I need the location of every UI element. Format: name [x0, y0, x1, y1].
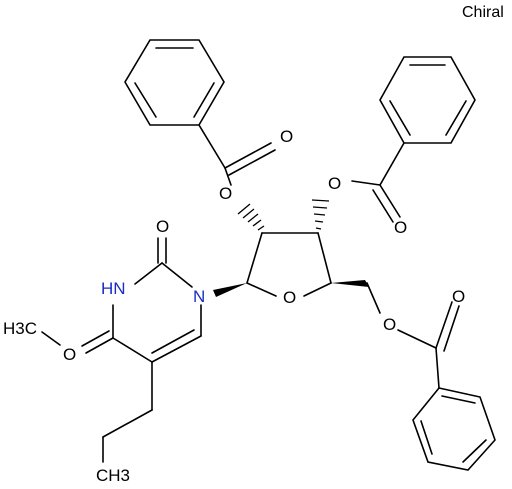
bond-carbonyl-bot-1: [435, 301, 453, 349]
bond-carbonyl-top-2: [228, 149, 276, 176]
hashed-bond-c2-o: [237, 203, 265, 231]
benzoyl-ring-mid: [379, 56, 476, 144]
bond-c5-o5: [366, 282, 381, 314]
bond-carbonyl-phenyl-bot: [435, 347, 440, 389]
bond-carbonyl-top-1: [224, 142, 272, 169]
bond-o5-carbonyl: [397, 329, 437, 349]
bond-propyl-2: [102, 409, 153, 438]
hashed-bond-c3-o: [311, 199, 330, 230]
benzoyl-ring-top: [124, 39, 225, 126]
bond-o-methyl: [41, 331, 61, 346]
bond-c4-omethoxy-1: [85, 337, 114, 354]
atom-n3-h: HN: [101, 279, 126, 298]
bond-c4-omethoxy-2: [81, 330, 110, 347]
bond-carbonyl-bot-2: [443, 305, 460, 352]
atom-o-uracil-carbonyl: O: [156, 217, 169, 236]
bond-phenyl-carbonyl-top: [198, 124, 226, 169]
bond-c1-o4: [246, 282, 277, 297]
wedge-bond-c4-c5: [331, 280, 369, 287]
atom-o-ester5: O: [383, 315, 396, 334]
atom-o-carbonyl-top: O: [280, 127, 293, 146]
bond-carbonyl-ester3: [351, 180, 381, 186]
atom-o-carbonyl-mid: O: [394, 218, 407, 237]
bond-c5ring-c4: [112, 337, 153, 363]
bond-o4-c4: [303, 282, 332, 297]
atom-n1: N: [193, 287, 205, 306]
atom-o-ester3: O: [328, 174, 341, 193]
bond-c6-c5ring-1: [151, 335, 202, 363]
atom-o-ester2: O: [219, 184, 232, 203]
bond-c6-c5ring-2: [151, 329, 195, 354]
bond-carbonyl-ester2: [224, 167, 232, 186]
chiral-flag: Chiral: [462, 4, 504, 21]
bond-c2-c1: [246, 232, 263, 284]
bond-c3-c4: [317, 232, 332, 284]
atom-o-ring: O: [283, 288, 296, 307]
bond-c2ring-n1: [161, 262, 193, 288]
atom-o-methoxy: O: [63, 345, 76, 364]
atom-ch3-terminal: CH3: [96, 466, 130, 485]
bond-carbonyl-mid-1: [379, 184, 401, 218]
bond-phenyl-carbonyl-mid: [379, 142, 405, 186]
bond-carbonyl-mid-2: [372, 189, 394, 223]
atom-o-carbonyl-bottom: O: [452, 287, 465, 306]
atom-methyl-h3c: H3C: [3, 319, 37, 338]
benzoyl-ring-bottom: [412, 387, 496, 471]
wedge-bond-c1-n1: [213, 283, 247, 297]
bond-n3-c2ring: [134, 262, 163, 285]
